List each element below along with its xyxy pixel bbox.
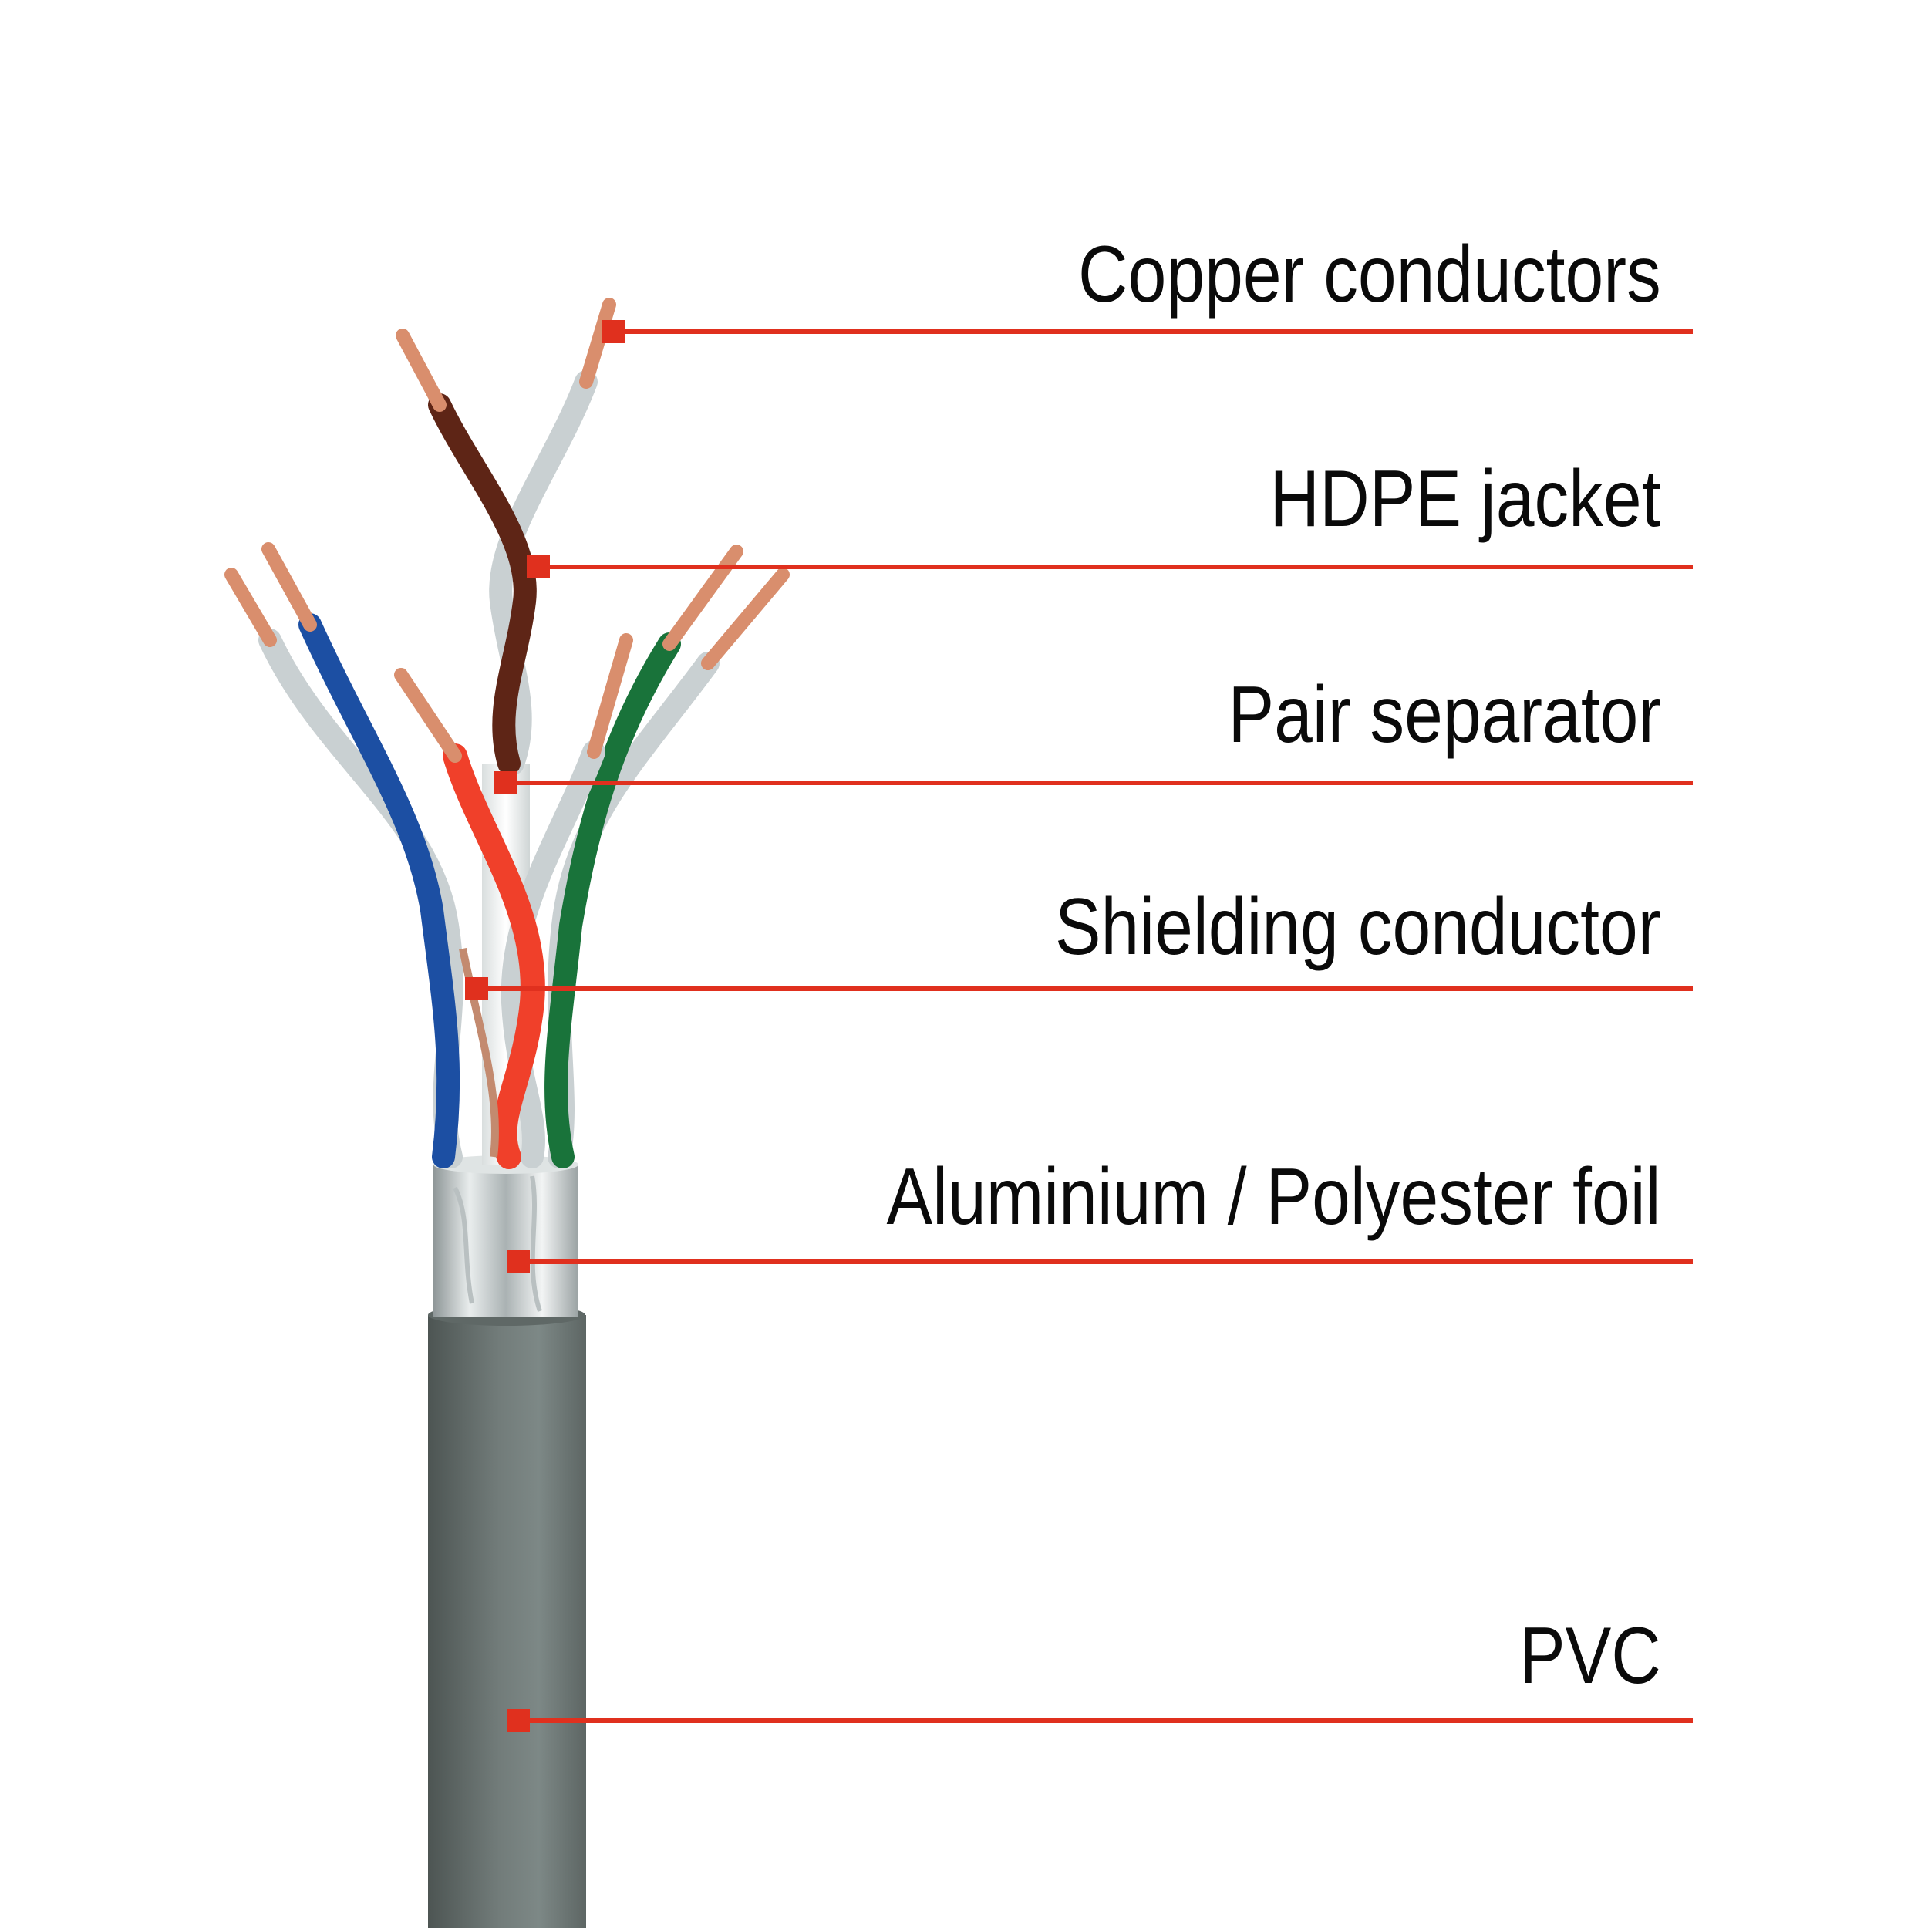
leader-marker-shield bbox=[465, 977, 488, 1000]
foil-layer bbox=[433, 1165, 578, 1317]
green-pair bbox=[544, 545, 790, 1168]
leader-marker-copper bbox=[602, 320, 625, 343]
leader-marker-pvc bbox=[507, 1709, 530, 1732]
pvc-jacket bbox=[428, 1315, 586, 1928]
copper-tip-brown-1 bbox=[396, 329, 447, 412]
foil-wrinkle bbox=[453, 1175, 542, 1312]
brown-wire bbox=[428, 393, 537, 775]
label-aluminium-polyester-foil: Aluminium / Polyester foil bbox=[886, 1152, 1661, 1242]
brown-pair bbox=[396, 298, 616, 775]
label-copper-conductors: Copper conductors bbox=[1078, 230, 1661, 319]
copper-tip-blue-1 bbox=[224, 568, 277, 647]
leader-marker-separator bbox=[494, 771, 517, 794]
copper-tip-blue-2 bbox=[261, 542, 317, 632]
copper-tip-orange-1 bbox=[394, 668, 462, 763]
leader-marker-hdpe bbox=[527, 555, 550, 578]
label-pvc: PVC bbox=[1519, 1611, 1661, 1701]
copper-tip-green-1 bbox=[701, 568, 790, 670]
green-wire bbox=[544, 632, 681, 1168]
leader-lines bbox=[465, 320, 1693, 1732]
copper-tip-brown-2 bbox=[579, 298, 616, 389]
label-shielding-conductor: Shielding conductor bbox=[1055, 882, 1661, 972]
blue-wire bbox=[298, 613, 460, 1168]
blue-pair bbox=[224, 542, 463, 1168]
leader-marker-foil bbox=[507, 1250, 530, 1273]
label-hdpe-jacket: HDPE jacket bbox=[1270, 454, 1661, 544]
white-brown-wire bbox=[489, 370, 598, 775]
label-pair-separator: Pair separator bbox=[1228, 670, 1661, 760]
copper-tip-orange-2 bbox=[587, 633, 633, 759]
